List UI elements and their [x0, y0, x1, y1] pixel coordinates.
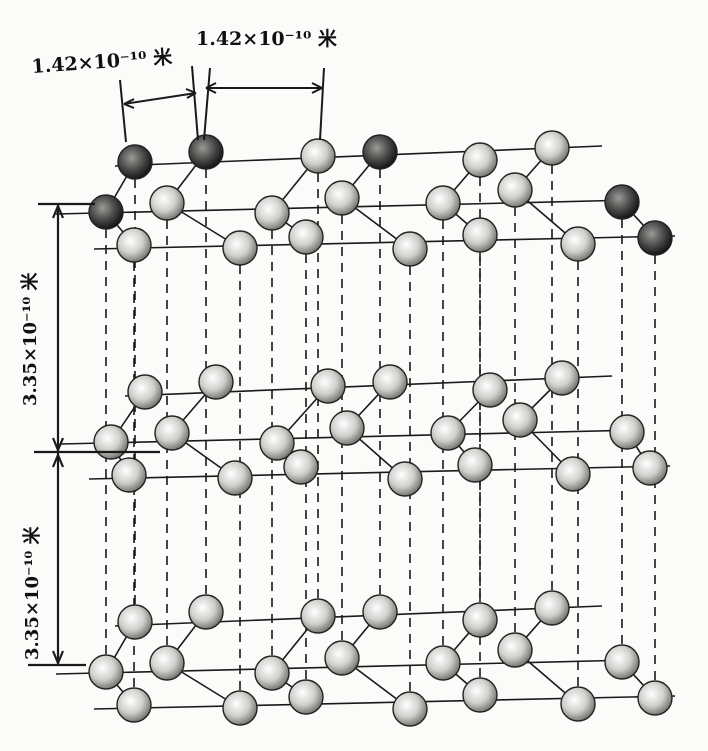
carbon-atom — [457, 447, 493, 483]
carbon-atom — [300, 598, 336, 634]
interlayer-label-upper: 3.35×10⁻¹⁰ 米 — [19, 271, 41, 406]
carbon-atom — [372, 364, 408, 400]
carbon-atom — [93, 424, 129, 460]
carbon-atom — [254, 195, 290, 231]
carbon-atom — [462, 677, 498, 713]
bond-line — [114, 605, 603, 627]
carbon-atom — [222, 690, 258, 726]
carbon-atom — [637, 220, 673, 256]
carbon-atom — [329, 410, 365, 446]
carbon-atom — [604, 184, 640, 220]
carbon-atom — [188, 134, 224, 170]
carbon-atom — [472, 372, 508, 408]
carbon-atom — [430, 415, 466, 451]
carbon-atom — [154, 415, 190, 451]
carbon-atom — [127, 374, 163, 410]
carbon-atom — [310, 368, 346, 404]
carbon-atom — [555, 456, 591, 492]
carbon-atom — [259, 425, 295, 461]
carbon-atoms — [88, 130, 673, 727]
carbon-atom — [188, 594, 224, 630]
carbon-atom — [534, 590, 570, 626]
carbon-atom — [637, 680, 673, 716]
carbon-atom — [117, 604, 153, 640]
carbon-atom — [300, 138, 336, 174]
carbon-atom — [362, 134, 398, 170]
carbon-atom — [502, 402, 538, 438]
bond-line — [114, 145, 603, 167]
carbon-atom — [387, 461, 423, 497]
interlayer-label-lower: 3.35×10⁻¹⁰ 米 — [21, 525, 43, 660]
carbon-atom — [392, 691, 428, 727]
carbon-atom — [116, 227, 152, 263]
carbon-atom — [149, 185, 185, 221]
carbon-atom — [116, 687, 152, 723]
carbon-atom — [462, 602, 498, 638]
carbon-atom — [117, 144, 153, 180]
carbon-atom — [283, 449, 319, 485]
carbon-atom — [497, 172, 533, 208]
bond-length-label-left: 1.42×10⁻¹⁰ 米 — [31, 45, 174, 78]
carbon-atom — [632, 450, 668, 486]
carbon-atom — [425, 645, 461, 681]
carbon-atom — [324, 640, 360, 676]
carbon-atom — [544, 360, 580, 396]
carbon-atom — [425, 185, 461, 221]
carbon-atom — [217, 460, 253, 496]
carbon-atom — [462, 142, 498, 178]
bond-line — [124, 375, 613, 397]
carbon-atom — [324, 180, 360, 216]
carbon-atom — [560, 226, 596, 262]
carbon-atom — [560, 686, 596, 722]
carbon-atom — [111, 457, 147, 493]
carbon-atom — [88, 654, 124, 690]
carbon-atom — [534, 130, 570, 166]
carbon-atom — [254, 655, 290, 691]
carbon-atom — [288, 219, 324, 255]
carbon-atom — [362, 594, 398, 630]
carbon-atom — [149, 645, 185, 681]
carbon-atom — [222, 230, 258, 266]
carbon-atom — [288, 679, 324, 715]
carbon-atom — [198, 364, 234, 400]
carbon-atom — [604, 644, 640, 680]
carbon-atom — [462, 217, 498, 253]
carbon-atom — [609, 414, 645, 450]
carbon-atom — [392, 231, 428, 267]
interlayer-distance-markers — [28, 202, 160, 667]
bond-length-label-right: 1.42×10⁻¹⁰ 米 — [196, 27, 338, 50]
carbon-atom — [497, 632, 533, 668]
carbon-atom — [88, 194, 124, 230]
bond-length-markers — [119, 65, 325, 143]
